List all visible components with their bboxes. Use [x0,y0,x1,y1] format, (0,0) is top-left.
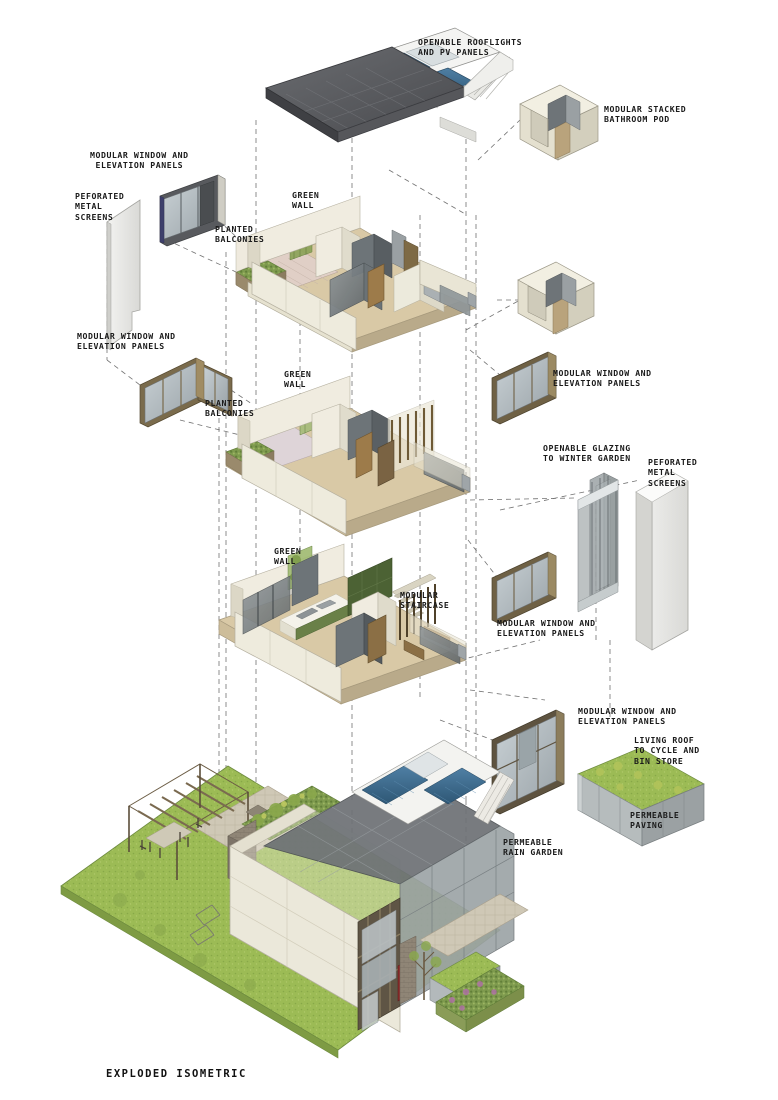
label-modular-window-elevation-panels-5: MODULAR WINDOW AND ELEVATION PANELS [578,706,677,727]
label-permeable-paving: PERMEABLE PAVING [630,810,680,831]
label-modular-window-elevation-panels-4: MODULAR WINDOW AND ELEVATION PANELS [497,618,596,639]
metal-screen-right [635,471,689,651]
roof-module [264,27,514,143]
cycle-bin-store [577,747,705,847]
floor-plate-ground [218,543,467,705]
label-modular-staircase: MODULAR STAIRCASE [400,590,450,611]
label-peforated-metal-screens-2: PEFORATED METAL SCREENS [648,457,698,488]
label-modular-stacked-bathroom-pod: MODULAR STACKED BATHROOM POD [604,104,687,125]
window-panel-top-left [159,174,226,247]
winter-garden-glazing [577,472,619,613]
label-openable-rooflights: OPENABLE ROOFLIGHTS AND PV PANELS [418,37,523,58]
pv-panels-assembled [361,751,487,806]
window-panel-mid-left [139,357,233,428]
label-planted-balconies-2: PLANTED BALCONIES [205,398,255,419]
label-green-wall-3: GREEN WALL [274,546,302,567]
bathroom-pod-top [519,84,599,161]
drawing-title: EXPLODED ISOMETRIC [106,1068,247,1080]
assembled-building [60,739,529,1059]
label-openable-glazing-winter-garden: OPENABLE GLAZING TO WINTER GARDEN [543,443,631,464]
label-living-roof-cycle-bin-store: LIVING ROOF TO CYCLE AND BIN STORE [634,735,700,766]
floor-plate-mid [225,375,471,537]
label-peforated-metal-screens-1: PEFORATED METAL SCREENS [75,191,125,222]
window-panel-mid-right [491,351,557,425]
label-modular-window-elevation-panels-1: MODULAR WINDOW AND ELEVATION PANELS [90,150,189,171]
label-planted-balconies-1: PLANTED BALCONIES [215,224,265,245]
window-panel-ground-right [491,551,557,625]
label-green-wall-1: GREEN WALL [292,190,320,211]
label-green-wall-2: GREEN WALL [284,369,312,390]
bathroom-pod-mid [517,261,595,335]
entrance-tree [409,941,442,1000]
metal-screen-left-top [106,199,141,351]
window-panel-bottom-right [491,709,565,815]
garden-furniture [189,904,221,946]
label-modular-window-elevation-panels-3: MODULAR WINDOW AND ELEVATION PANELS [553,368,652,389]
floor-plate-top [235,195,477,353]
label-permeable-rain-garden: PERMEABLE RAIN GARDEN [503,837,564,858]
label-modular-window-elevation-panels-2: MODULAR WINDOW AND ELEVATION PANELS [77,331,176,352]
